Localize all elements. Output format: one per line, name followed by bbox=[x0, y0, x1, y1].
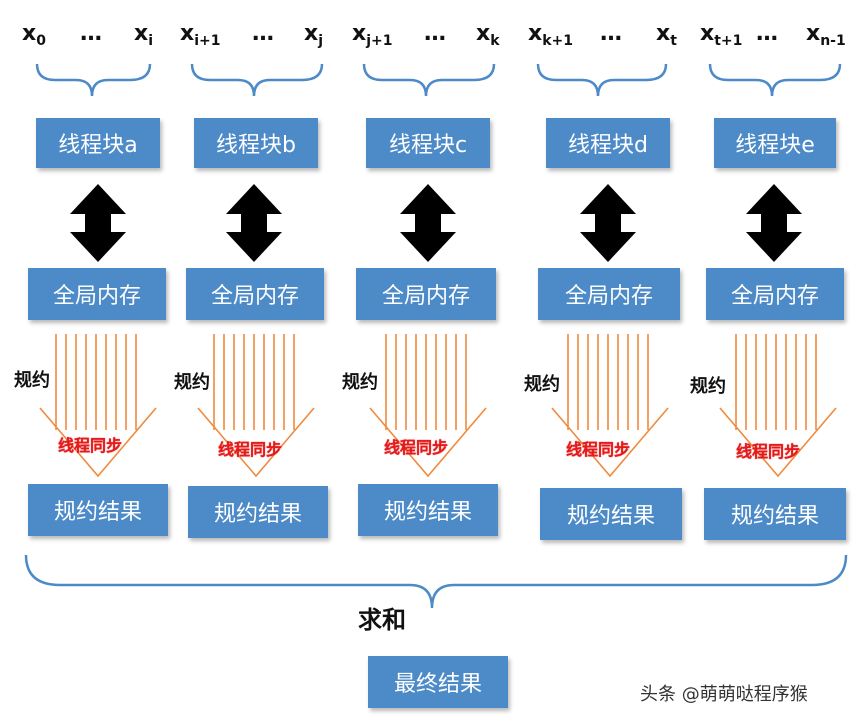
thread-sync-label-b: 线程同步 bbox=[218, 440, 283, 459]
brace-top-a bbox=[35, 63, 152, 97]
reduce-result-c: 规约结果 bbox=[358, 484, 498, 536]
thread-sync-label-d: 线程同步 bbox=[566, 440, 631, 459]
reduce-label-c: 规约 bbox=[342, 372, 378, 393]
x-range-end-b: xj bbox=[304, 21, 324, 49]
reduce-result-e: 规约结果 bbox=[704, 488, 846, 540]
reduce-label-d: 规约 bbox=[524, 374, 560, 395]
x-ellipsis-e: … bbox=[756, 21, 779, 46]
x-range-start-d: xk+1 bbox=[528, 21, 573, 49]
x-range-end-c: xk bbox=[476, 21, 500, 49]
thread-sync-label-c: 线程同步 bbox=[384, 438, 449, 457]
brace-top-e bbox=[708, 63, 842, 97]
thread-block-d: 线程块d bbox=[546, 118, 670, 168]
brace-bottom-sum bbox=[24, 554, 848, 609]
thread-block-c: 线程块c bbox=[366, 118, 490, 168]
x-ellipsis-c: … bbox=[424, 21, 447, 46]
global-memory-c: 全局内存 bbox=[356, 268, 496, 320]
watermark: 头条 @萌萌哒程序猴 bbox=[640, 684, 808, 705]
x-ellipsis-d: … bbox=[600, 21, 623, 46]
reduce-rays-c bbox=[369, 334, 487, 478]
reduce-rays-a bbox=[39, 334, 157, 478]
reduce-rays-d bbox=[551, 334, 669, 478]
x-range-end-e: xn-1 bbox=[806, 21, 846, 49]
double-arrow-icon-d bbox=[580, 184, 636, 262]
double-arrow-icon-e bbox=[746, 184, 802, 262]
x-range-end-d: xt bbox=[656, 21, 677, 49]
double-arrow-icon-b bbox=[226, 184, 282, 262]
brace-top-b bbox=[190, 63, 324, 97]
x-range-start-c: xj+1 bbox=[352, 21, 393, 49]
double-arrow-icon-c bbox=[400, 184, 456, 262]
reduce-result-b: 规约结果 bbox=[188, 486, 328, 538]
global-memory-a: 全局内存 bbox=[28, 268, 166, 320]
reduce-label-e: 规约 bbox=[690, 376, 726, 397]
thread-sync-label-a: 线程同步 bbox=[58, 436, 123, 455]
reduce-rays-b bbox=[197, 334, 315, 478]
global-memory-b: 全局内存 bbox=[186, 268, 324, 320]
reduce-label-b: 规约 bbox=[174, 372, 210, 393]
x-range-start-a: x0 bbox=[22, 21, 46, 49]
x-ellipsis-a: … bbox=[80, 21, 103, 46]
global-memory-e: 全局内存 bbox=[706, 268, 844, 320]
thread-block-a: 线程块a bbox=[36, 118, 160, 168]
brace-top-c bbox=[362, 63, 496, 97]
reduce-label-a: 规约 bbox=[14, 370, 50, 391]
thread-block-e: 线程块e bbox=[714, 118, 836, 168]
x-range-start-e: xt+1 bbox=[700, 21, 743, 49]
double-arrow-icon-a bbox=[70, 184, 126, 262]
x-range-end-a: xi bbox=[134, 21, 154, 49]
final-result-box: 最终结果 bbox=[368, 656, 508, 708]
reduce-result-d: 规约结果 bbox=[540, 488, 682, 540]
global-memory-d: 全局内存 bbox=[538, 268, 680, 320]
sum-label: 求和 bbox=[358, 606, 406, 634]
reduce-result-a: 规约结果 bbox=[28, 484, 168, 536]
thread-block-b: 线程块b bbox=[194, 118, 318, 168]
x-range-start-b: xi+1 bbox=[180, 21, 221, 49]
thread-sync-label-e: 线程同步 bbox=[736, 442, 801, 461]
reduce-rays-e bbox=[719, 334, 837, 478]
x-ellipsis-b: … bbox=[252, 21, 275, 46]
brace-top-d bbox=[536, 63, 668, 97]
